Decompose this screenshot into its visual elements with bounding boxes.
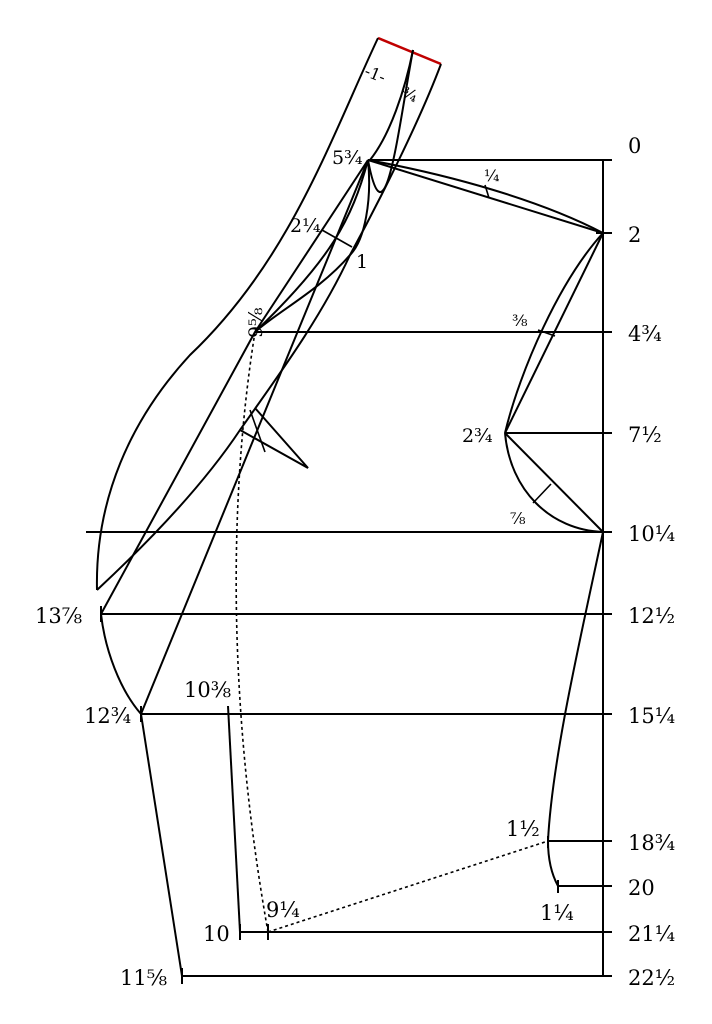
label-side-one-quarter: 1¼: [540, 901, 574, 925]
label-shoulder-quarter: ¼: [484, 166, 500, 185]
scale-label-2: 2: [628, 223, 641, 247]
armhole-lower-curve: [504, 432, 604, 533]
label-front-twelve-three-quarter: 12¾: [84, 704, 131, 728]
front-chest-curve: [100, 613, 142, 715]
scale-label-15-1-4: 15¼: [628, 704, 675, 728]
label-side-one-half: 1½: [506, 817, 540, 841]
scale-label-22-1-2: 22½: [628, 966, 675, 990]
scale-label-21-1-4: 21¼: [628, 922, 675, 946]
label-armhole-three-eighths: ⅜: [512, 311, 528, 330]
lapel-lower-line: [100, 331, 256, 615]
label-front-thirteen-seven-eighths: 13⅞: [35, 604, 82, 628]
collar-measure-tick: [321, 229, 353, 248]
side-seam: [546, 531, 604, 887]
scale-label-4-3-4: 4¾: [628, 322, 662, 346]
lapel-roll-line: [254, 254, 351, 333]
neck-to-lapel-line: [254, 159, 369, 333]
scale-label-12-1-2: 12½: [628, 604, 675, 628]
collar-fold-line-lower: [369, 49, 414, 161]
label-hem-nine-quarter: 9¼: [266, 898, 300, 922]
scale-label-7-1-2: 7½: [628, 423, 662, 447]
gorge-curve: [349, 159, 371, 256]
armhole-upper-curve: [504, 232, 604, 434]
label-lapel-nine-five-eighths: 9⅝: [245, 307, 267, 338]
scale-label-18-3-4: 18¾: [628, 831, 675, 855]
label-collar-one: 1: [356, 251, 368, 273]
shoulder-seam: [367, 159, 604, 234]
collar-top-edge: [377, 36, 442, 66]
pocket-dart-line: [227, 705, 241, 933]
collar-fold-line: [367, 49, 414, 193]
scale-label-0: 0: [628, 134, 641, 158]
scale-label-10-1-4: 10¼: [628, 522, 675, 546]
label-armhole-two-three-quarter: 2¾: [462, 425, 493, 447]
scale-label-20: 20: [628, 876, 655, 900]
collar-outer-curve: [95, 37, 379, 591]
dotted-hem-line: [267, 840, 549, 933]
shoulder-quarter-tick: [484, 184, 490, 199]
breast-dart: [239, 407, 309, 469]
front-hem-line: [140, 713, 183, 977]
label-collar-three-quarter: ¾: [399, 83, 421, 107]
breast-dart-tick: [249, 409, 266, 453]
label-collar-two-quarter: 2¼: [290, 215, 321, 237]
dotted-center-line: [235, 331, 269, 933]
label-pocket-ten-three-eighths: 10⅜: [184, 678, 231, 702]
armhole-three-eighths-tick: [537, 329, 556, 337]
armhole-lower-straight: [504, 432, 604, 533]
armhole-seven-eighths-tick: [532, 483, 552, 504]
collar-inner-edge: [96, 63, 442, 591]
shoulder-straight: [367, 159, 604, 234]
armhole-upper-straight: [504, 232, 604, 434]
label-hem-eleven-five-eighths: 11⅝: [120, 966, 167, 990]
label-neck-point: 5¾: [332, 147, 363, 169]
label-hem-ten: 10: [203, 922, 230, 946]
label-armhole-seven-eighths: ⅞: [510, 509, 526, 528]
